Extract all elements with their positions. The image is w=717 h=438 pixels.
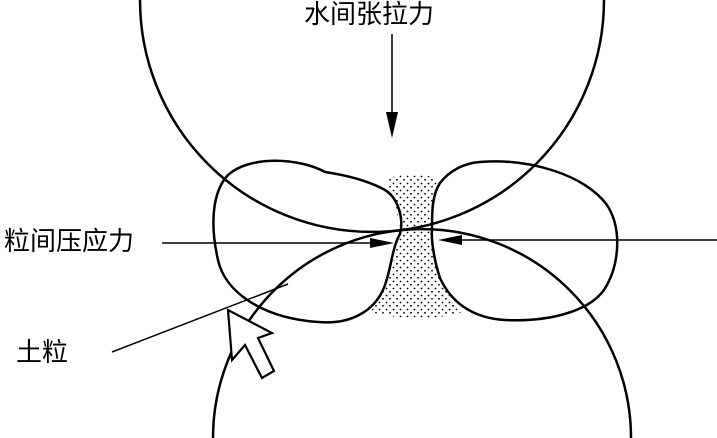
upper-large-grain	[138, 0, 606, 234]
water-tension-label: 水间张拉力	[304, 0, 435, 30]
soil-leader-line	[111, 283, 289, 353]
arrowhead-icon	[386, 112, 398, 138]
right-particle	[430, 160, 619, 322]
interparticle-pressure-label: 粒间压应力	[4, 227, 135, 257]
arrowhead-icon	[370, 238, 394, 248]
left-particle	[212, 159, 403, 324]
hollow-arrow-icon	[226, 308, 276, 380]
soil-particle-label: 土粒	[16, 338, 69, 368]
water-meniscus	[370, 174, 462, 318]
arrowhead-icon	[438, 235, 462, 245]
